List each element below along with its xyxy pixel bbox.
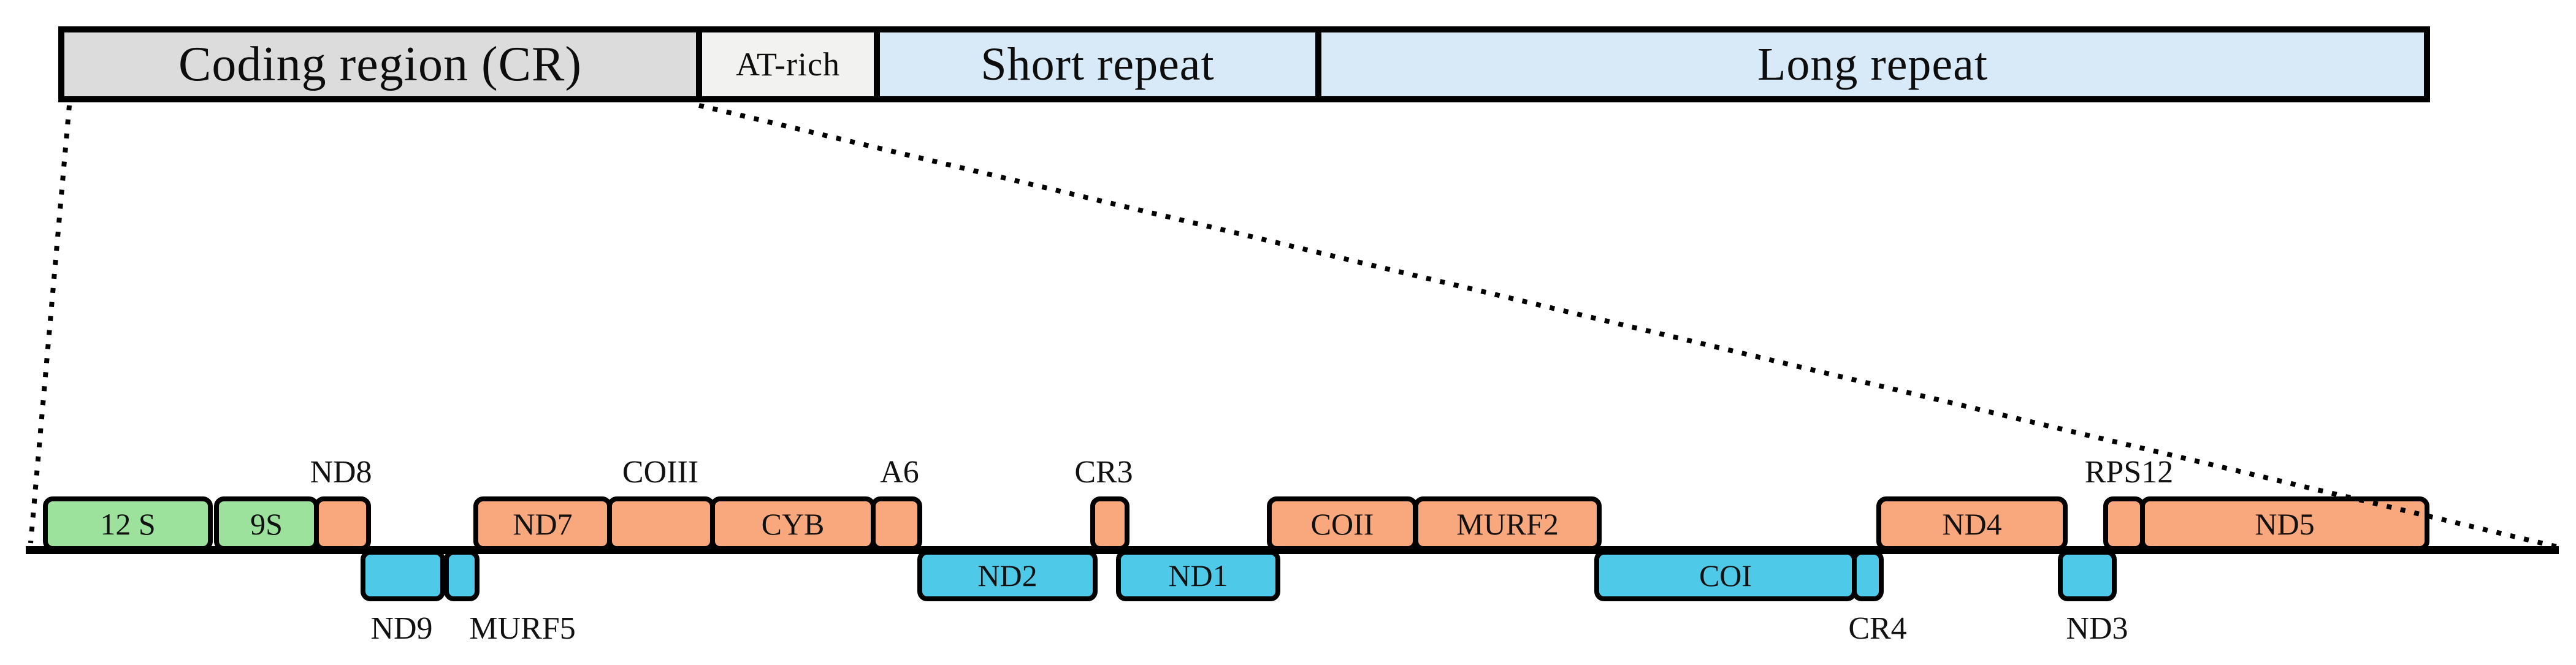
gene-label-nd3: ND3 xyxy=(2066,611,2128,646)
gene-box-cr3 xyxy=(1090,496,1129,551)
gene-label-nd2: ND2 xyxy=(977,558,1038,593)
funnel-left-dotted-line xyxy=(28,105,72,544)
bar-segment-label-coding-region: Coding region (CR) xyxy=(178,37,582,91)
gene-label-murf5: MURF5 xyxy=(469,611,576,646)
gene-label-coii: COII xyxy=(1310,506,1374,541)
gene-label-nd8: ND8 xyxy=(310,455,372,490)
gene-box-cyb: CYB xyxy=(710,496,876,551)
gene-label-nd7: ND7 xyxy=(513,506,573,541)
region-bar: Coding region (CR) AT-rich Short repeat Lon… xyxy=(58,26,2430,102)
gene-box-cr4 xyxy=(1852,550,1884,601)
gene-box-nd4: ND4 xyxy=(1876,496,2068,551)
gene-box-nd3 xyxy=(2058,550,2117,601)
bar-segment-long-repeat: Long repeat xyxy=(1321,32,2424,96)
funnel-right-dotted-line xyxy=(698,103,2558,549)
gene-box-murf2: MURF2 xyxy=(1413,496,1602,551)
gene-box-nd1: ND1 xyxy=(1116,550,1280,601)
genome-baseline xyxy=(26,546,2559,554)
gene-label-9s: 9S xyxy=(250,506,283,541)
bar-segment-label-long-repeat: Long repeat xyxy=(1757,39,1989,90)
gene-label-nd1: ND1 xyxy=(1168,558,1228,593)
gene-label-cyb: CYB xyxy=(761,506,825,541)
bar-segment-label-at-rich: AT-rich xyxy=(736,46,840,83)
gene-box-9s: 9S xyxy=(214,496,319,551)
gene-box-nd9 xyxy=(361,550,445,601)
gene-label-coiii: COIII xyxy=(622,455,699,490)
gene-box-rps12 xyxy=(2103,496,2145,551)
gene-box-a6 xyxy=(871,496,922,551)
gene-box-coii: COII xyxy=(1267,496,1418,551)
gene-box-nd2: ND2 xyxy=(917,550,1098,601)
gene-label-rps12: RPS12 xyxy=(2084,455,2174,490)
gene-label-murf2: MURF2 xyxy=(1456,506,1559,541)
gene-box-nd5: ND5 xyxy=(2140,496,2429,551)
gene-label-a6: A6 xyxy=(880,455,919,490)
gene-box-coi: COI xyxy=(1594,550,1857,601)
gene-box-nd7: ND7 xyxy=(473,496,612,551)
gene-label-nd5: ND5 xyxy=(2255,506,2315,541)
bar-segment-short-repeat: Short repeat xyxy=(880,32,1315,96)
gene-label-nd9: ND9 xyxy=(370,611,433,646)
gene-box-murf5 xyxy=(444,550,480,601)
gene-label-coi: COI xyxy=(1699,558,1752,593)
gene-box-coiii xyxy=(607,496,715,551)
gene-label-cr3: CR3 xyxy=(1074,455,1133,490)
gene-label-cr4: CR4 xyxy=(1848,611,1907,646)
gene-box-12s: 12 S xyxy=(43,496,213,551)
bar-segment-label-short-repeat: Short repeat xyxy=(980,39,1215,90)
bar-segment-at-rich: AT-rich xyxy=(702,32,874,96)
gene-label-12s: 12 S xyxy=(100,506,156,541)
bar-segment-coding-region: Coding region (CR) xyxy=(64,32,696,96)
gene-label-nd4: ND4 xyxy=(1942,506,2002,541)
gene-box-nd8 xyxy=(314,496,371,551)
